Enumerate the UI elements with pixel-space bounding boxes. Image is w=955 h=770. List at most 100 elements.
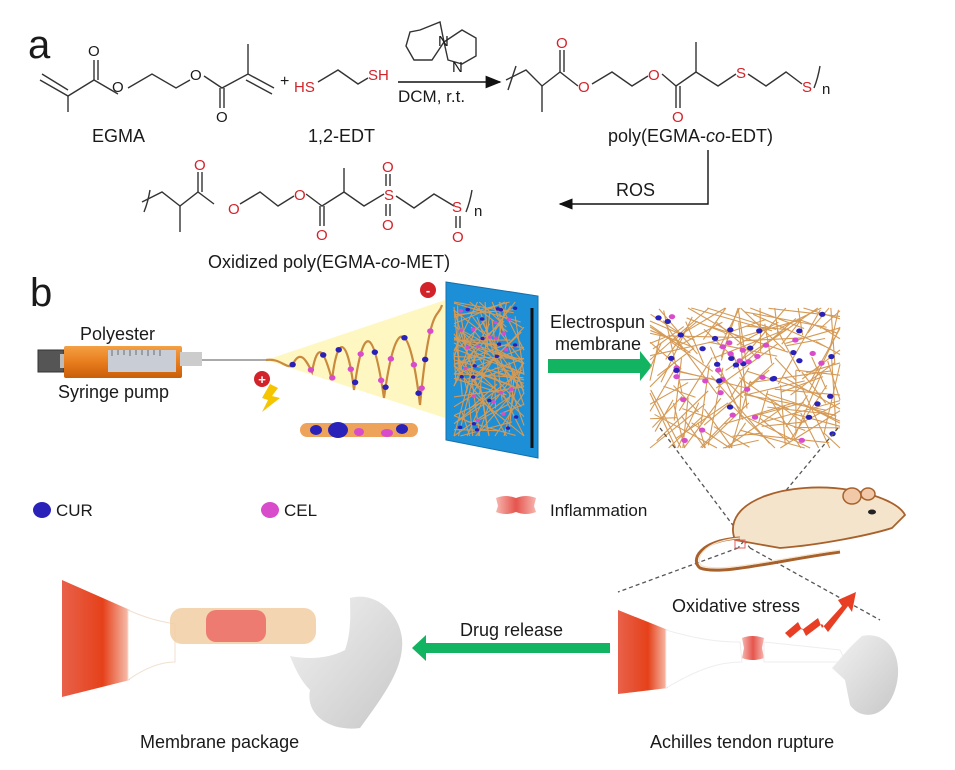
fiber	[671, 342, 714, 372]
svg-text:n: n	[822, 81, 830, 98]
fiber	[780, 376, 824, 393]
cel-particle	[498, 390, 504, 395]
fiber	[657, 347, 695, 377]
fiber	[781, 319, 802, 345]
legend: CUR CEL Inflammation	[33, 496, 647, 520]
fiber	[823, 364, 841, 435]
fiber	[680, 307, 726, 335]
fiber	[649, 366, 677, 412]
cur-particle	[512, 306, 518, 310]
cur-particle	[828, 354, 835, 360]
cel-particle	[719, 344, 727, 350]
fiber	[649, 417, 677, 420]
oxidized-polymer-label: Oxidized poly(EGMA-co-MET)	[208, 252, 450, 272]
fiber	[466, 397, 485, 437]
fiber	[745, 311, 827, 328]
svg-text:O: O	[216, 109, 228, 126]
cel-particle	[501, 331, 507, 336]
fiber	[508, 367, 514, 401]
collector-fiber-mat	[453, 301, 525, 437]
fiber	[691, 422, 731, 449]
fiber	[457, 305, 459, 368]
cur-particle	[827, 393, 834, 399]
fiber	[453, 377, 506, 396]
cur-particle	[465, 307, 470, 312]
fiber	[823, 432, 841, 449]
ruptured-tendon-illustration	[618, 610, 899, 715]
cur-particle	[471, 421, 477, 426]
cel-particle	[387, 356, 395, 362]
cel-particle	[743, 386, 751, 392]
cel-particle	[377, 377, 385, 384]
fiber	[469, 391, 525, 437]
poly-egma-edt-structure: O O O O S S n	[505, 35, 830, 126]
fiber	[739, 429, 805, 449]
cel-particle	[792, 337, 799, 343]
fiber	[786, 337, 826, 347]
egma-structure: O O O O	[39, 43, 275, 126]
fiber	[801, 387, 831, 449]
cel-particle	[307, 367, 315, 373]
drug-release-label: Drug release	[460, 620, 563, 640]
cur-particle	[805, 414, 813, 420]
fiber	[508, 370, 516, 433]
svg-text:O: O	[88, 43, 100, 60]
fiber	[790, 361, 836, 396]
svg-text:SH: SH	[368, 67, 389, 84]
oxidized-polymer-structure: O O O O S O O S O n	[141, 157, 482, 246]
cur-particle	[770, 375, 778, 381]
edt-label: 1,2-EDT	[308, 126, 375, 146]
fiber	[656, 390, 709, 442]
cur-particle	[513, 415, 519, 419]
cel-particle	[501, 412, 506, 416]
cur-particle	[458, 425, 463, 430]
fiber	[499, 358, 525, 426]
fiber	[800, 412, 820, 449]
fiber	[777, 309, 821, 385]
inflammation-core	[206, 610, 266, 642]
cel-particle	[759, 374, 766, 380]
fiber	[471, 381, 481, 437]
fiber	[677, 402, 700, 449]
cel-particle	[726, 340, 733, 346]
fiber	[797, 318, 838, 334]
cur-particle	[726, 404, 734, 410]
cel-particle	[506, 317, 511, 322]
fiber	[478, 306, 498, 365]
electrospun-arrow[interactable]	[548, 351, 652, 381]
cel-particle	[762, 342, 770, 348]
cur-particle	[747, 345, 754, 351]
cel-particle	[493, 320, 498, 325]
cur-particle	[494, 354, 499, 359]
fiber	[478, 372, 525, 418]
cel-particle	[715, 367, 722, 373]
legend-cur-label: CUR	[56, 501, 93, 520]
panel-label-b: b	[30, 271, 52, 315]
electrospun-label-line1: Electrospun	[550, 312, 645, 332]
fiber	[680, 321, 723, 345]
cel-particle	[818, 360, 825, 366]
cur-particle	[796, 328, 803, 334]
fiber	[709, 325, 789, 353]
svg-text:O: O	[672, 109, 684, 126]
cel-particle	[458, 328, 464, 333]
cel-particle	[717, 390, 724, 396]
cel-particle	[702, 378, 709, 384]
cur-particle	[415, 390, 422, 397]
fiber	[703, 408, 733, 449]
fiber	[815, 340, 841, 356]
fiber	[779, 384, 786, 446]
cel-particle	[751, 414, 759, 420]
increasing-trend-arrow-icon	[785, 592, 856, 638]
panel-label-a: a	[28, 23, 51, 67]
edt-structure: HS SH	[294, 67, 389, 96]
cur-particle	[664, 318, 671, 325]
drug-release-arrow[interactable]	[412, 635, 610, 661]
svg-text:O: O	[648, 67, 660, 84]
cur-particle	[756, 328, 763, 334]
cel-particle	[809, 350, 816, 356]
fiber	[494, 367, 525, 375]
fiber	[650, 313, 679, 333]
cel-particle	[347, 366, 355, 372]
